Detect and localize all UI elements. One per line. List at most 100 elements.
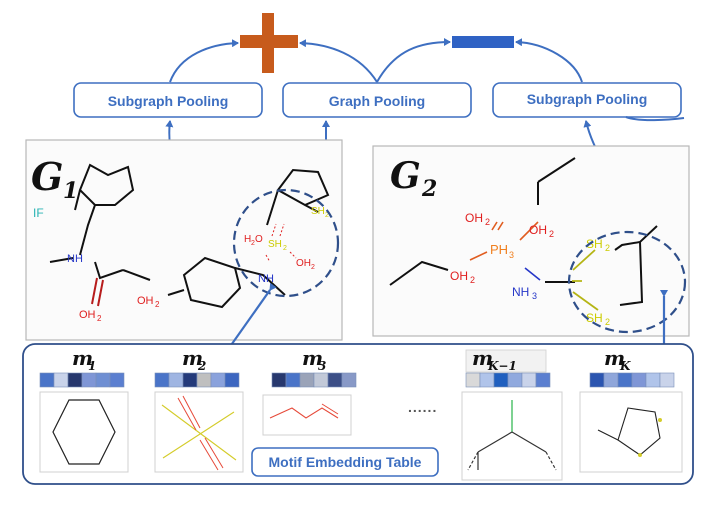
embedding-cell-m3-1 [285, 372, 301, 388]
embedding-cell-mk1-3 [507, 372, 523, 388]
embedding-cell-m2-3 [196, 372, 212, 388]
embedding-cell-mk-0 [589, 372, 605, 388]
subgraph-pooling-right-box: Subgraph Pooling [492, 82, 682, 118]
motif-thumb-m1 [39, 391, 129, 473]
motif-sub-m1: 1 [88, 359, 96, 373]
motif-embedding-table-title-box: Motif Embedding Table [251, 447, 439, 477]
motif-thumb-mk [579, 391, 683, 473]
motif-thumb-m3 [262, 394, 352, 436]
g2-atom-sh2-top-sub: 2 [605, 243, 610, 253]
motif-ellipsis: ...... [408, 399, 437, 415]
g1-atom-sh2-thio: SH [311, 206, 325, 217]
motif-label-m2: m [182, 346, 203, 370]
g2-atom-oh2-left: OH [450, 269, 468, 283]
embedding-cell-mk-3 [631, 372, 647, 388]
arrow-g2-curl [625, 116, 685, 122]
embedding-cell-m3-0 [271, 372, 287, 388]
embedding-cell-m3-5 [341, 372, 357, 388]
g2-atom-ph3: PH [490, 242, 508, 257]
motif-thumb-m2 [154, 391, 244, 473]
motif-thumbnails [39, 391, 683, 481]
embedding-cell-mk-4 [645, 372, 661, 388]
embedding-cell-m1-3 [81, 372, 97, 388]
g1-molecule-bonds [49, 163, 330, 309]
minus-bar-icon [452, 36, 514, 48]
g1-atom-nh: NH [67, 253, 83, 265]
subgraph-pooling-left-box: Subgraph Pooling [73, 82, 263, 118]
g1-atom-h-sub: 2 [251, 240, 255, 247]
embedding-cell-m2-2 [182, 372, 198, 388]
g1-atom-sh2-center: SH [268, 239, 282, 250]
motif-labels: m 1 m 2 m 3 m K−1 m K [72, 346, 631, 373]
embedding-cell-mk-2 [617, 372, 633, 388]
arrow-subgraph-to-plus [169, 39, 239, 83]
motif-thumb-mk1 [461, 391, 563, 481]
graph-g2-panel: G 2 OH 2 PH 3 OH 2 OH 2 NH 3 SH 2 SH 2 [372, 145, 690, 337]
g2-subscript: 2 [421, 176, 437, 202]
g2-atom-sh2-bottom-sub: 2 [605, 317, 610, 327]
embedding-cell-m2-1 [168, 372, 184, 388]
motif-sub-m2: 2 [197, 359, 206, 373]
g1-atom-oh2-right: OH [296, 258, 311, 269]
embedding-cell-m1-2 [67, 372, 83, 388]
g1-subscript: 1 [63, 178, 78, 204]
motif-label-m1: m [72, 346, 93, 370]
g1-atom-if: IF [33, 206, 44, 220]
embedding-cell-mk1-1 [479, 372, 495, 388]
arrow-graph-to-plus [299, 39, 378, 83]
embedding-cell-mk1-2 [493, 372, 509, 388]
embedding-cell-m2-0 [154, 372, 170, 388]
g2-atom-oh2-top: OH [465, 211, 483, 225]
g1-atom-oh2-ether: OH [137, 295, 154, 307]
graph-pooling-box: Graph Pooling [282, 82, 472, 118]
embedding-cell-m1-1 [53, 372, 69, 388]
motif-label-m3: m [302, 346, 323, 370]
g2-atom-nh3-sub: 3 [532, 291, 537, 301]
embedding-cell-m2-4 [210, 372, 226, 388]
embedding-cell-mk1-5 [535, 372, 551, 388]
motif-sub-mk: K [619, 359, 631, 373]
embedding-cell-m1-0 [39, 372, 55, 388]
g1-label: G [31, 154, 63, 199]
embedding-cell-mk1-0 [465, 372, 481, 388]
embedding-cell-m2-5 [224, 372, 240, 388]
motif-sub-mk1: K−1 [487, 359, 517, 373]
embedding-cell-mk-5 [659, 372, 675, 388]
arrow-subgraph-to-bar [515, 38, 583, 83]
graph-pooling-label: Graph Pooling [329, 93, 425, 109]
g2-atom-ph3-sub: 3 [509, 250, 514, 260]
subgraph-pooling-left-label: Subgraph Pooling [108, 93, 229, 109]
g2-molecule-bonds [389, 157, 658, 306]
subgraph-pooling-right-label: Subgraph Pooling [527, 91, 648, 107]
arrow-graph-to-bar [376, 38, 451, 83]
motif-embedding-table-title: Motif Embedding Table [269, 454, 422, 470]
g1-atom-oh2-amide-sub: 2 [97, 314, 102, 323]
g2-atom-oh2-top-sub: 2 [485, 217, 490, 227]
g1-atom-oh2-amide: OH [79, 309, 96, 321]
g2-atom-oh2-right: OH [529, 223, 547, 237]
g1-atom-nh-ring: NH [258, 273, 274, 285]
graph-g1-panel: G 1 IF NH OH 2 OH 2 NH H 2 O SH 2 OH 2 [25, 139, 343, 341]
g2-atom-sh2-bottom: SH [586, 311, 603, 325]
embedding-cell-mk1-4 [521, 372, 537, 388]
g2-atom-nh3: NH [512, 285, 529, 299]
g1-atom-oh2-ether-sub: 2 [155, 300, 160, 309]
g2-atom-oh2-right-sub: 2 [549, 229, 554, 239]
embedding-cell-m3-3 [313, 372, 329, 388]
embedding-bars [39, 372, 675, 388]
motif-sub-m3: 3 [318, 359, 326, 373]
g2-atom-sh2-top: SH [586, 237, 603, 251]
embedding-cell-m3-2 [299, 372, 315, 388]
g1-atom-sh2-thio-sub: 2 [325, 212, 329, 219]
plus-icon [240, 13, 298, 73]
motif-label-mk1: m [472, 346, 493, 370]
g2-subgraph-highlight [567, 230, 687, 334]
g1-subgraph-highlight [232, 188, 340, 298]
embedding-cell-m3-4 [327, 372, 343, 388]
g2-label: G [390, 155, 421, 197]
g1-atom-o: O [255, 234, 263, 245]
embedding-cell-m1-5 [109, 372, 125, 388]
embedding-cell-mk-1 [603, 372, 619, 388]
g1-atom-sh2-center-sub: 2 [283, 245, 287, 252]
